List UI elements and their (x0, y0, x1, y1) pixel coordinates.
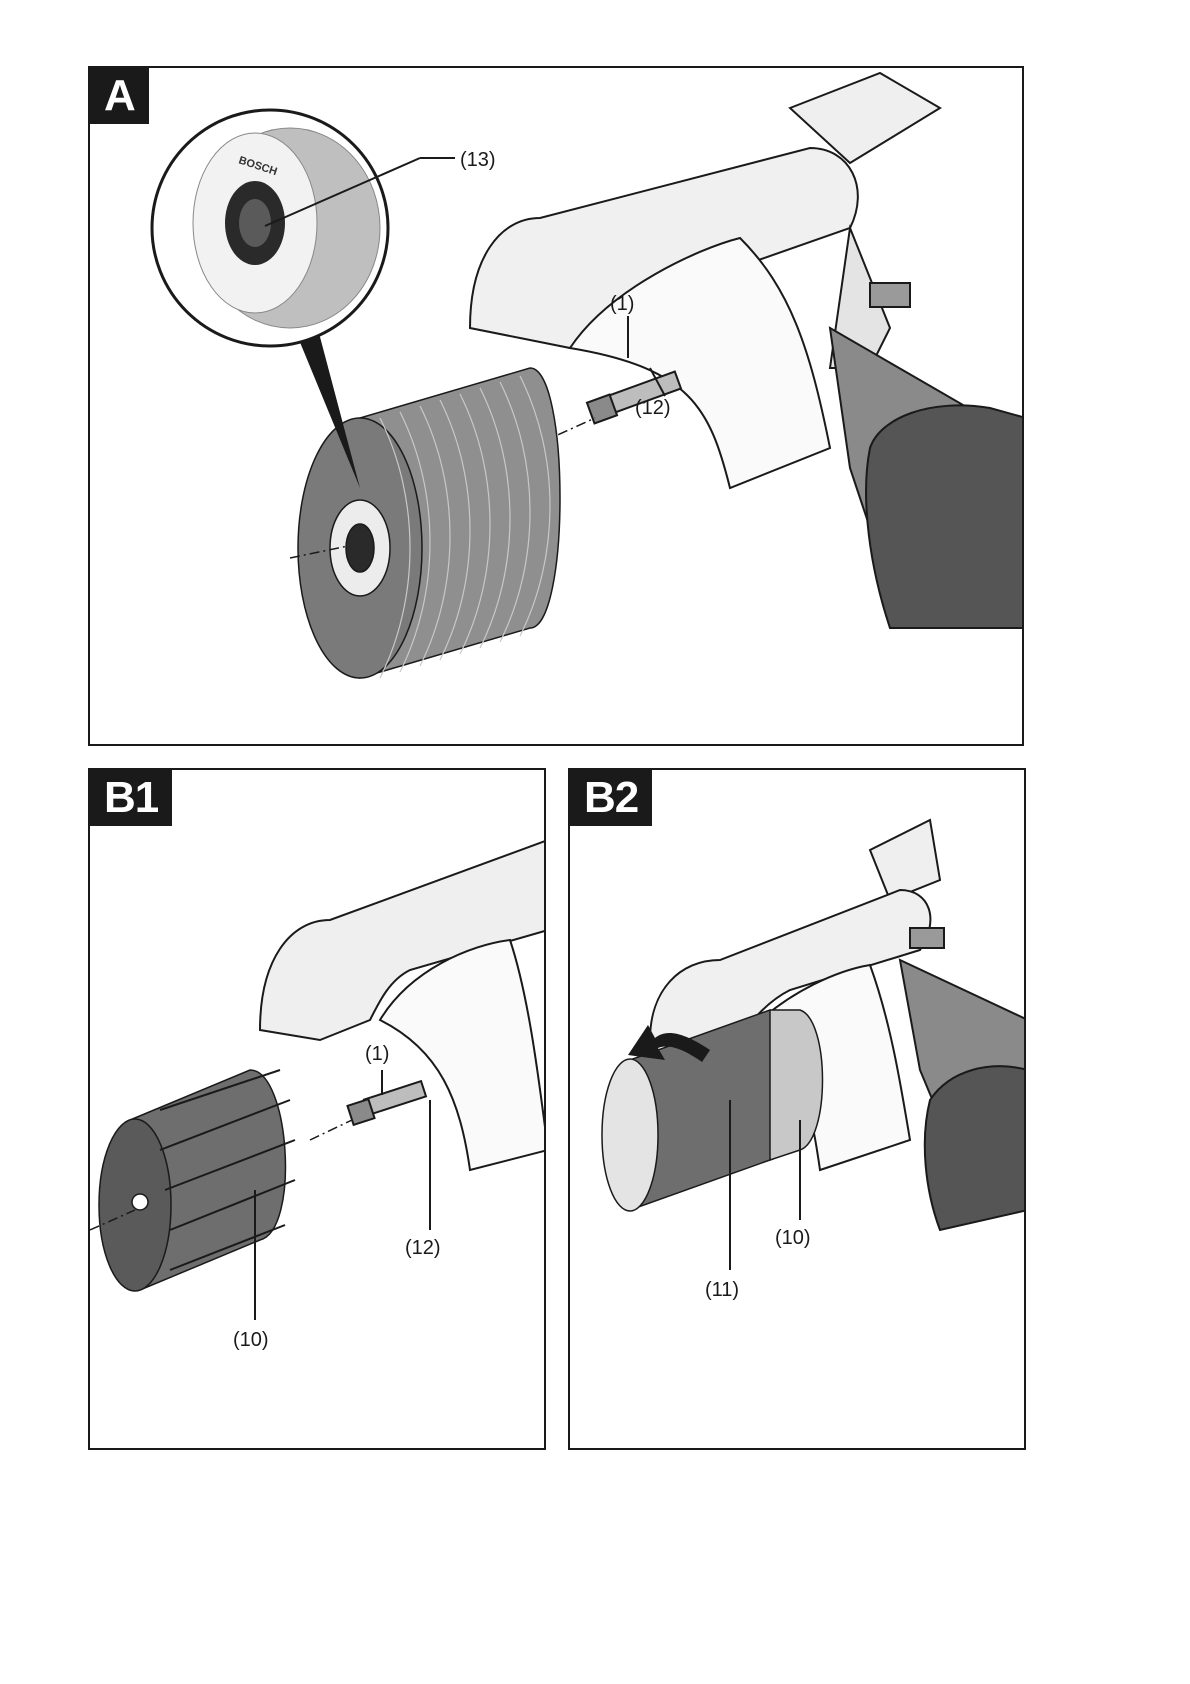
callout-11-b2: (11) (705, 1279, 739, 1301)
callout-13-a: (13) (460, 149, 496, 171)
panel-a: A (88, 66, 1024, 746)
panel-a-illustration: BOSCH (13) (1) (12) (90, 68, 1024, 746)
panel-b2: B2 (11) (10) (568, 768, 1026, 1450)
panel-b1-illustration: (1) (12) (10) (90, 770, 546, 1450)
axis-line-b1 (310, 1120, 352, 1140)
guard-b1 (260, 840, 546, 1170)
callout-12-a: (12) (635, 397, 671, 419)
handle-b2 (900, 928, 1026, 1230)
callout-12-b1: (12) (405, 1237, 441, 1259)
callout-10-b2: (10) (775, 1227, 811, 1249)
callout-10-b1: (10) (233, 1329, 269, 1351)
callout-1-a: (1) (610, 293, 634, 315)
sleeve-b2 (602, 1010, 823, 1211)
zoom-circle-a: BOSCH (152, 110, 388, 346)
panel-b2-illustration: (11) (10) (570, 770, 1026, 1450)
spindle-b1 (347, 1081, 426, 1125)
callout-1-b1: (1) (365, 1043, 389, 1065)
panel-b1: B1 (1) (12) (10) (88, 768, 546, 1450)
